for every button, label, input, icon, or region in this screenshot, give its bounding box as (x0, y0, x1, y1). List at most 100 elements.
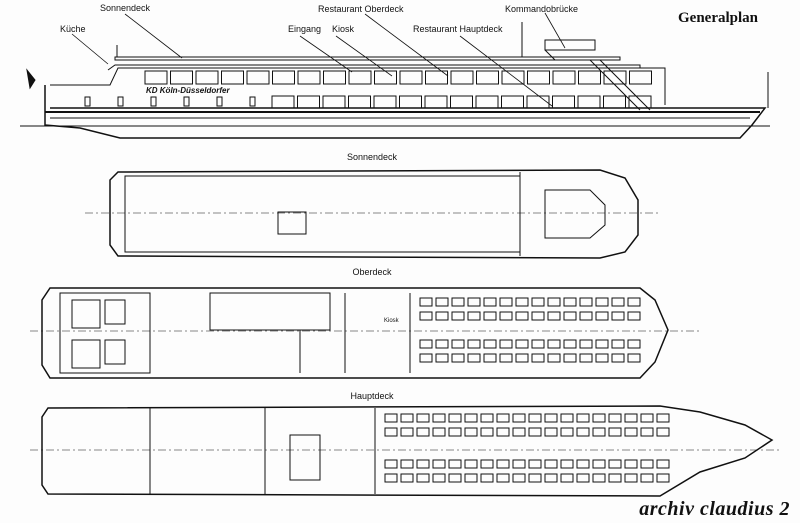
seat-row (544, 459, 558, 469)
label-kommandobruecke: Kommandobrücke (505, 4, 579, 14)
seat-row (627, 297, 641, 307)
seat-row (419, 297, 433, 307)
seat-row (464, 473, 478, 483)
seat-row (515, 297, 529, 307)
porthole (216, 96, 223, 107)
seat-row (579, 297, 593, 307)
seat-row (499, 353, 513, 363)
seat-row (624, 427, 638, 437)
seat-row (384, 413, 398, 423)
porthole (183, 96, 190, 107)
window (552, 70, 576, 85)
plan-title-hauptdeck: Hauptdeck (350, 391, 394, 401)
seat-row (544, 473, 558, 483)
seat-row (624, 413, 638, 423)
window (297, 95, 320, 109)
seat-row (531, 311, 545, 321)
seat-row (595, 339, 609, 349)
seat-row (640, 473, 654, 483)
seat-row (656, 459, 670, 469)
seat-row (451, 297, 465, 307)
seat-row (528, 427, 542, 437)
seat-row (531, 297, 545, 307)
leader-lines (71, 12, 566, 107)
window (144, 70, 168, 85)
seat-row (400, 427, 414, 437)
seat-row (611, 297, 625, 307)
seat-row (384, 459, 398, 469)
seat-row (592, 459, 606, 469)
seat-row (592, 427, 606, 437)
seat-row (563, 339, 577, 349)
seat-row (512, 473, 526, 483)
seat-row (483, 311, 497, 321)
seat-row (496, 427, 510, 437)
porthole (84, 96, 91, 107)
seat-row (515, 353, 529, 363)
window (578, 70, 601, 85)
window (424, 95, 448, 109)
seat-row (560, 473, 574, 483)
seat-row (528, 413, 542, 423)
window (425, 70, 448, 85)
seat-row (451, 311, 465, 321)
window (297, 70, 321, 85)
seat-row (419, 339, 433, 349)
seat-row (624, 473, 638, 483)
window (527, 70, 550, 85)
seat-row (416, 413, 430, 423)
window (323, 70, 346, 85)
seat-row (499, 339, 513, 349)
window (246, 70, 270, 85)
seat-row (448, 427, 462, 437)
window (348, 95, 371, 109)
seat-row (640, 459, 654, 469)
plan-label-kiosk: Kiosk (384, 318, 399, 324)
seat-row (547, 339, 561, 349)
seat-row (608, 459, 622, 469)
seat-row (656, 413, 670, 423)
window (322, 95, 346, 109)
seat-row (384, 427, 398, 437)
seat-row (480, 459, 494, 469)
plan-title-sonnendeck: Sonnendeck (346, 152, 398, 162)
seat-row (611, 311, 625, 321)
seat-row (595, 297, 609, 307)
label-sonnendeck: Sonnendeck (100, 3, 151, 13)
seat-row (432, 473, 446, 483)
seat-row (448, 459, 462, 469)
seat-row (544, 427, 558, 437)
seat-row (435, 339, 449, 349)
drawing-title: Generalplan (678, 10, 759, 26)
seat-row (480, 473, 494, 483)
window (399, 95, 422, 109)
window (603, 95, 626, 109)
seat-row (595, 353, 609, 363)
seat-row (579, 353, 593, 363)
window (501, 95, 524, 109)
seat-row (400, 473, 414, 483)
porthole (117, 96, 124, 107)
seat-row (560, 427, 574, 437)
plan-title-oberdeck: Oberdeck (352, 267, 392, 277)
seat-row (547, 311, 561, 321)
seat-row (464, 459, 478, 469)
label-restaurant-hauptdeck: Restaurant Hauptdeck (413, 24, 503, 34)
seat-row (384, 473, 398, 483)
window (348, 70, 372, 85)
seat-row (464, 427, 478, 437)
seat-row (528, 473, 542, 483)
window (476, 70, 499, 85)
seat-row (499, 311, 513, 321)
hauptdeck-plan (30, 405, 780, 497)
seat-row (467, 311, 481, 321)
window (450, 70, 474, 85)
window (271, 95, 295, 109)
seat-row (611, 353, 625, 363)
window (628, 95, 652, 109)
window (501, 70, 525, 85)
seat-row (400, 459, 414, 469)
seat-row (400, 413, 414, 423)
